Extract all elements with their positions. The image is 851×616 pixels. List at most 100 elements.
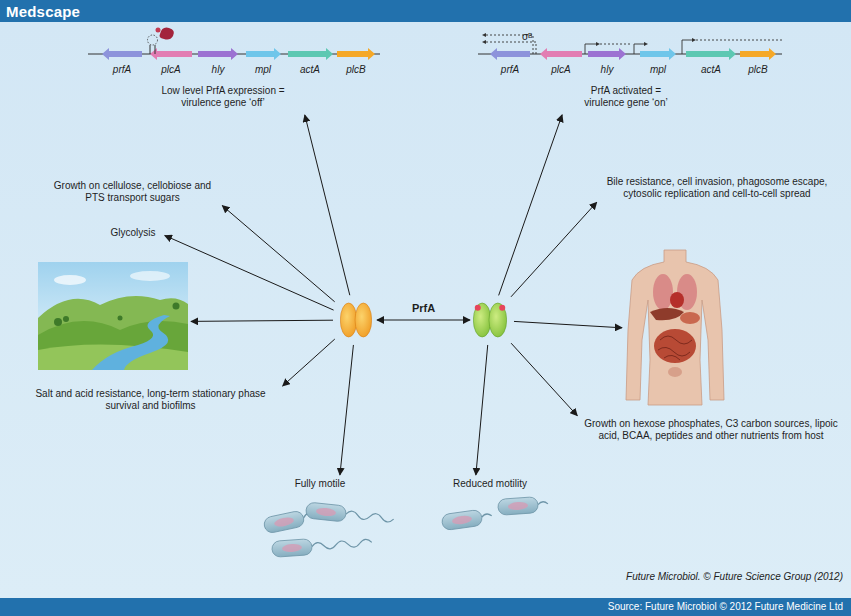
state-caption: PrfA activated = virulence gene ‘on’	[573, 85, 679, 109]
regulation-arrow	[340, 345, 353, 475]
regulation-arrow	[165, 235, 334, 310]
gene-cluster: prfAplcAhlymplactAplcBLow level PrfA exp…	[88, 28, 380, 112]
terminator-hairpin	[148, 35, 158, 54]
regulation-arrow	[283, 339, 335, 386]
protein-monomer	[355, 303, 372, 337]
landscape-illustration	[54, 275, 86, 285]
landscape-illustration	[173, 303, 180, 310]
outcome-text: Bile resistance, cell invasion, phagosom…	[592, 176, 842, 200]
figure-caption: Future Microbiol. © Future Science Group…	[540, 571, 843, 583]
bacteria-fully-motile	[282, 543, 303, 552]
bacteria-reduced-motility	[452, 515, 473, 526]
node-text: Bile resistance, cell invasion, phagosom…	[592, 176, 842, 200]
landscape-illustration	[38, 262, 188, 370]
outcome-text: Growth on hexose phosphates, C3 carbon s…	[575, 418, 847, 442]
human-torso-illustration	[680, 312, 700, 324]
gene-cluster-off	[288, 48, 333, 60]
gene-cluster-on	[686, 48, 736, 60]
gene-cluster-on	[540, 48, 582, 60]
gene-name: plcB	[336, 64, 376, 76]
human-torso-illustration	[654, 329, 696, 363]
gene-cluster-off	[150, 48, 192, 60]
outcome-text: Glycolysis	[104, 227, 162, 239]
landscape-illustration	[38, 262, 188, 370]
prfa-inactive-dimer	[340, 302, 372, 338]
promoter-heads	[482, 40, 486, 44]
node-text: Growth on cellulose, cellobiose and PTS …	[45, 180, 220, 204]
publisher-logo: Medscape	[6, 3, 146, 20]
human-torso-illustration	[650, 308, 684, 320]
bacteria-reduced-motility	[441, 509, 483, 530]
environment-image	[38, 262, 188, 370]
gene-cluster-on	[740, 48, 776, 60]
gene-name: actA	[290, 64, 330, 76]
bacteria-fully-motile	[263, 510, 305, 534]
sigma-factor-label: σᴮ	[522, 31, 540, 43]
gene-name: plcB	[738, 64, 778, 76]
source-note: Source: Future Microbiol © 2012 Future M…	[400, 601, 843, 613]
prfa-active-dimer	[473, 302, 507, 338]
repressor-molecule	[160, 28, 174, 40]
regulation-arrow	[191, 320, 333, 321]
protein-monomer	[489, 303, 507, 337]
gene-cluster: σᴮprfAplcAhlymplactAplcBPrfA activated =…	[478, 28, 782, 112]
bacteria-fully-motile	[305, 502, 346, 522]
repressor-molecule	[156, 28, 161, 33]
protein-dimer-shape	[473, 302, 507, 338]
bacteria-fully-motile	[263, 502, 395, 557]
human-torso-illustration	[626, 250, 724, 405]
protein-monomer	[340, 303, 357, 337]
regulation-arrow	[377, 320, 470, 321]
edge-label: PrfA	[384, 302, 464, 315]
promoter-arrows	[682, 40, 692, 54]
human-torso-illustration	[668, 367, 682, 377]
bacteria-fully-motile	[312, 539, 372, 550]
regulation-arrow	[305, 115, 350, 295]
promoter-heads	[596, 42, 600, 46]
promoter-heads	[692, 38, 696, 42]
human-torso-illustration	[658, 336, 692, 360]
regulation-arrow	[511, 202, 597, 297]
bacteria-reduced-motility	[481, 513, 491, 517]
bacteria-fully-motile	[316, 507, 337, 517]
gene-name: mpl	[638, 64, 678, 76]
outcome-text: Salt and acid resistance, long-term stat…	[18, 388, 283, 412]
bacteria-reduced-motility	[497, 496, 548, 515]
state-caption: Low level PrfA expression = virulence ge…	[150, 85, 296, 109]
landscape-illustration	[54, 318, 62, 326]
motility-panel: Reduced motility	[430, 478, 550, 538]
protein-dimer-shape	[340, 302, 372, 338]
bacteria-reduced-motility	[441, 496, 548, 531]
bacteria-reduced-motility	[508, 501, 529, 510]
gene-name: actA	[691, 64, 731, 76]
regulation-arrow	[514, 321, 622, 327]
gene-cluster-off	[337, 48, 375, 60]
node-text: Fully motile	[250, 478, 390, 490]
regulation-arrow	[222, 206, 334, 302]
landscape-illustration	[92, 315, 170, 370]
landscape-illustration	[63, 316, 69, 322]
promoter-arrows	[486, 42, 536, 54]
promoter-arrows	[692, 40, 782, 41]
gene-cluster-off	[246, 48, 281, 60]
human-torso-illustration	[653, 274, 673, 310]
regulation-arrow	[476, 345, 488, 475]
gene-name: plcA	[541, 64, 581, 76]
protein-monomer	[473, 303, 491, 337]
bacteria-fully-motile	[271, 539, 312, 558]
gene-name: hly	[587, 64, 627, 76]
terminator-hairpin	[148, 35, 158, 45]
gene-cluster-off	[198, 48, 238, 60]
host-image	[625, 250, 725, 406]
regulation-arrow	[499, 115, 562, 296]
human-torso-illustration	[626, 250, 724, 405]
gene-name: plcA	[151, 64, 191, 76]
node-text: Growth on hexose phosphates, C3 carbon s…	[575, 418, 847, 442]
regulation-arrow	[511, 343, 577, 416]
promoter-arrows	[585, 44, 596, 54]
bacteria-fully-motile	[273, 516, 294, 528]
bacteria-fully-motile	[346, 511, 394, 523]
landscape-illustration	[118, 316, 123, 321]
node-text: Reduced motility	[430, 478, 550, 490]
